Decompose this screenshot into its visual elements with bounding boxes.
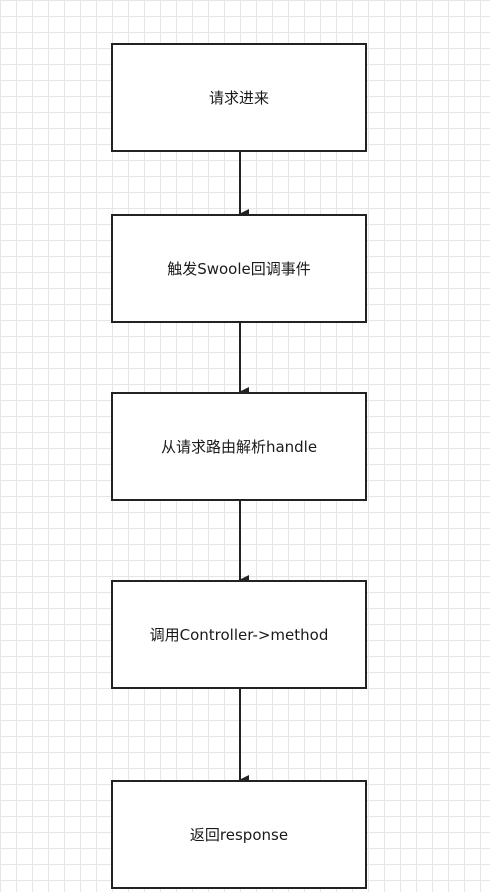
flow-step-label: 触发Swoole回调事件 [167, 260, 311, 278]
flow-step-label: 返回response [189, 826, 289, 844]
flow-step-route-resolve: 从请求路由解析handle [111, 392, 367, 501]
flow-step-label: 调用Controller->method [149, 626, 329, 644]
flow-step-call-controller: 调用Controller->method [111, 580, 367, 689]
flow-step-label: 从请求路由解析handle [160, 438, 318, 456]
flow-step-swoole-callback: 触发Swoole回调事件 [111, 214, 367, 323]
flow-step-request-in: 请求进来 [111, 43, 367, 152]
flow-step-label: 请求进来 [208, 89, 269, 107]
flow-step-return-response: 返回response [111, 780, 367, 889]
